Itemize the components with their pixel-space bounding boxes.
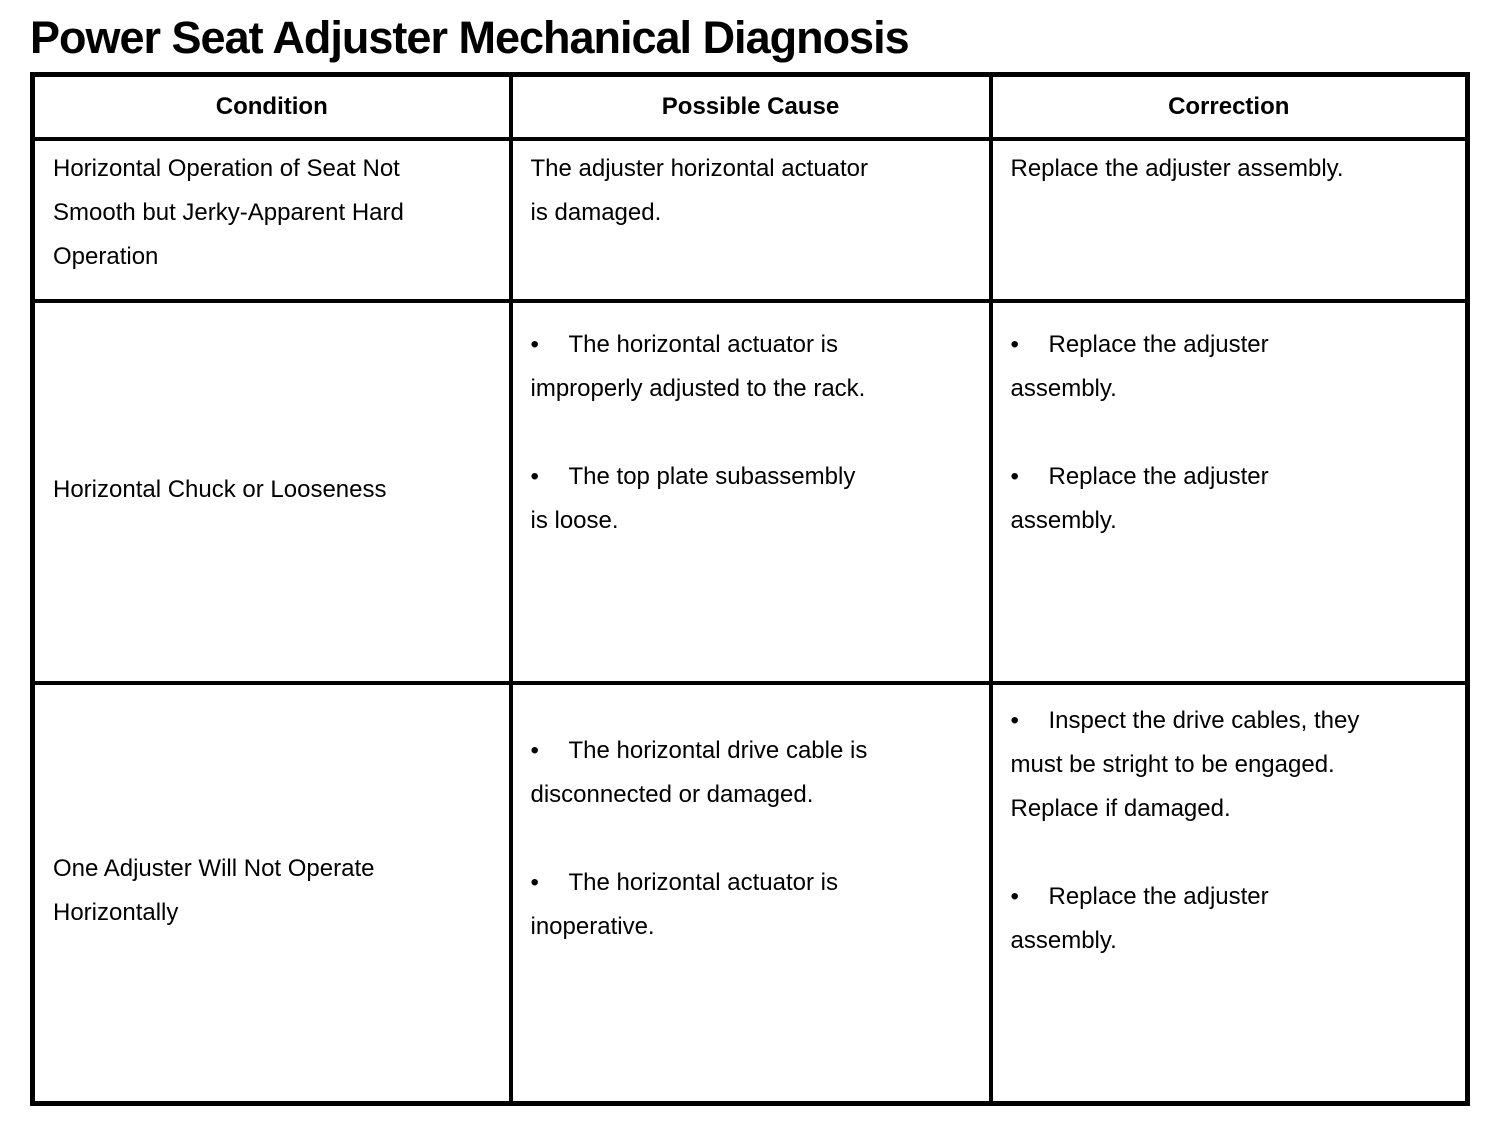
correction-bullet-item: •Inspect the drive cables, they must be …	[1011, 699, 1448, 831]
bullet-icon: •	[1010, 463, 1019, 490]
correction-text: Replace the adjuster assembly.	[1010, 155, 1344, 182]
possible-cause-cell: •The horizontal drive cable is disconnec…	[508, 681, 993, 1105]
correction-cell: •Replace the adjuster assembly. •Replace…	[988, 299, 1470, 685]
correction-bullet-item: •Replace the adjuster assembly.	[1011, 455, 1448, 543]
condition-cell: Horizontal Operation of Seat Not Smooth …	[30, 137, 513, 303]
condition-cell: Horizontal Chuck or Looseness	[30, 299, 513, 685]
bullet-icon: •	[530, 331, 539, 358]
possible-cause-cell: The adjuster horizontal actuator is dama…	[508, 137, 993, 303]
cause-text: The adjuster horizontal actuator is dama…	[530, 155, 869, 226]
bullet-icon: •	[530, 463, 539, 490]
column-header-condition: Condition	[30, 72, 513, 141]
table-row: Horizontal Chuck or Looseness •The horiz…	[30, 299, 1470, 685]
bullet-icon: •	[1010, 707, 1019, 734]
condition-cell: One Adjuster Will Not Operate Horizontal…	[30, 681, 513, 1105]
correction-cell: •Inspect the drive cables, they must be …	[988, 681, 1470, 1105]
diagnosis-table: Condition Possible Cause Correction Hori…	[30, 72, 1470, 1106]
bullet-icon: •	[530, 869, 539, 896]
table-row: One Adjuster Will Not Operate Horizontal…	[30, 681, 1470, 1105]
bullet-icon: •	[530, 737, 539, 764]
page-title: Power Seat Adjuster Mechanical Diagnosis	[30, 12, 910, 63]
cause-bullet-item: •The top plate subassembly is loose.	[531, 455, 971, 543]
bullet-icon: •	[1010, 883, 1019, 910]
table-row: Horizontal Operation of Seat Not Smooth …	[30, 137, 1470, 303]
correction-bullet-item: •Replace the adjuster assembly.	[1011, 323, 1448, 411]
column-header-correction: Correction	[988, 72, 1470, 141]
cause-bullet-item: •The horizontal actuator is inoperative.	[531, 861, 971, 949]
header-row: Condition Possible Cause Correction	[30, 72, 1470, 141]
column-header-possible-cause: Possible Cause	[508, 72, 993, 141]
bullet-icon: •	[1010, 331, 1019, 358]
condition-text: One Adjuster Will Not Operate Horizontal…	[53, 854, 375, 926]
correction-bullet-item: •Replace the adjuster assembly.	[1011, 875, 1448, 963]
condition-text: Horizontal Chuck or Looseness	[53, 476, 387, 503]
correction-cell: Replace the adjuster assembly.	[988, 137, 1470, 303]
cause-bullet-item: •The horizontal actuator is improperly a…	[531, 323, 971, 411]
possible-cause-cell: •The horizontal actuator is improperly a…	[508, 299, 993, 685]
condition-text: Horizontal Operation of Seat Not Smooth …	[53, 155, 404, 270]
cause-bullet-item: •The horizontal drive cable is disconnec…	[531, 729, 971, 817]
